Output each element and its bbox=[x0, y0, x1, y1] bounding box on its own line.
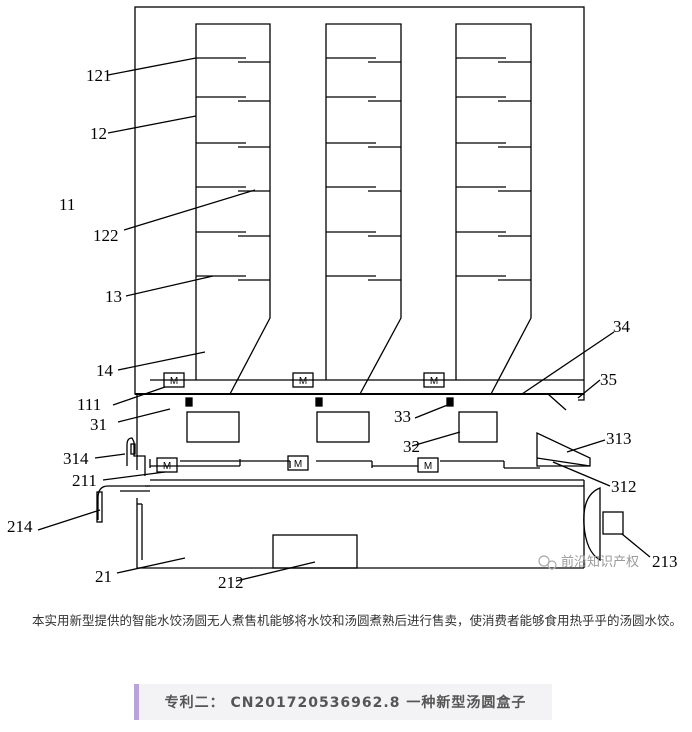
label-212: 212 bbox=[218, 573, 244, 592]
motor-4 bbox=[156, 457, 178, 473]
motor-3 bbox=[423, 372, 445, 388]
patent-diagram: M M M M M M 121 12 11 122 13 14 111 31 3… bbox=[7, 6, 678, 592]
motor-5 bbox=[287, 455, 309, 471]
watermark-text: 前沿知识产权 bbox=[561, 554, 639, 570]
label-11: 11 bbox=[59, 195, 75, 214]
label-211: 211 bbox=[72, 471, 97, 490]
motor-1 bbox=[163, 372, 185, 388]
label-312: 312 bbox=[611, 477, 637, 496]
label-31: 31 bbox=[90, 415, 107, 434]
watermark: 前沿知识产权 bbox=[538, 554, 639, 570]
label-21: 21 bbox=[95, 567, 112, 586]
bin-3 bbox=[458, 411, 498, 443]
column-3 bbox=[455, 23, 532, 395]
label-214: 214 bbox=[7, 517, 33, 536]
motor-6 bbox=[417, 457, 439, 473]
caption-paragraph: 本实用新型提供的智能水饺汤圆无人煮售机能够将水饺和汤圆煮熟后进行售卖，使消费者能… bbox=[32, 613, 683, 628]
motor-4-label: M bbox=[163, 461, 171, 472]
bin-2 bbox=[316, 411, 370, 443]
label-32: 32 bbox=[403, 437, 420, 456]
motor-2 bbox=[292, 372, 314, 388]
label-34: 34 bbox=[613, 317, 631, 336]
motor-3-label: M bbox=[430, 376, 438, 387]
patent-heading-box: 专利二： CN201720536962.8 一种新型汤圆盒子 bbox=[134, 684, 552, 720]
label-13: 13 bbox=[105, 287, 122, 306]
column-1 bbox=[195, 23, 271, 395]
patent-title: 专利二： CN201720536962.8 一种新型汤圆盒子 bbox=[164, 695, 527, 711]
label-213: 213 bbox=[652, 552, 678, 571]
cabinet-outline bbox=[134, 6, 585, 395]
label-33: 33 bbox=[394, 407, 411, 426]
label-14: 14 bbox=[96, 361, 114, 380]
motor-1-label: M bbox=[170, 376, 178, 387]
label-121: 121 bbox=[86, 66, 112, 85]
label-122: 122 bbox=[93, 226, 119, 245]
label-12: 12 bbox=[90, 124, 107, 143]
heater-212 bbox=[272, 534, 358, 569]
label-313: 313 bbox=[606, 429, 632, 448]
column-2 bbox=[325, 23, 402, 395]
motor-5-label: M bbox=[294, 459, 302, 470]
label-314: 314 bbox=[63, 449, 89, 468]
label-111: 111 bbox=[77, 395, 101, 414]
motor-2-label: M bbox=[299, 376, 307, 387]
motor-6-label: M bbox=[424, 461, 432, 472]
label-35: 35 bbox=[600, 370, 617, 389]
chat-icon bbox=[538, 555, 550, 567]
bin-1 bbox=[186, 411, 240, 443]
